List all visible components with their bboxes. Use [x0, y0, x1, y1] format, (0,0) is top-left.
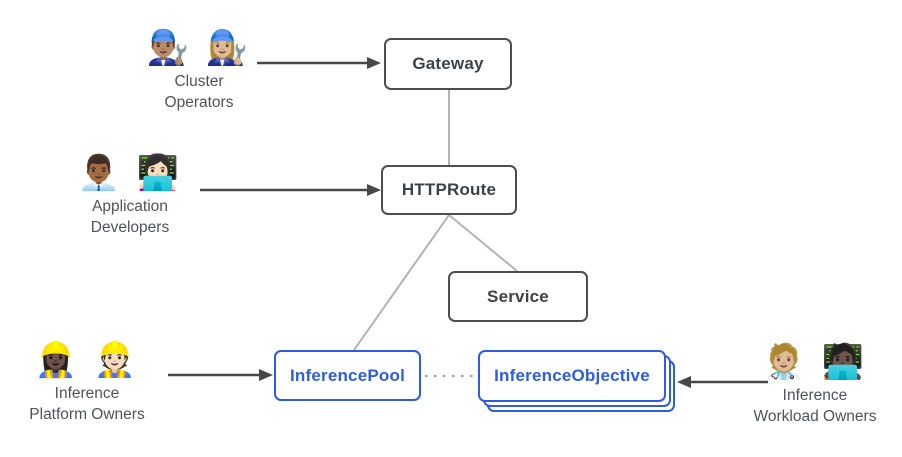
persona-inference-workload-owners: 🧑🏼‍⚕️ 🧑🏿‍💻 Inference Workload Owners	[725, 342, 902, 427]
persona-inference-platform-owners: 👷🏿‍♀️ 👷🏻 Inference Platform Owners	[0, 340, 177, 425]
persona-application-developers: 👨🏾‍💼 👩🏻‍💻 Application Developers	[40, 153, 220, 238]
persona-cluster-operators-label-line1: Cluster	[174, 73, 224, 90]
connector-httproute-service	[448, 214, 518, 272]
arrow-platformowners-inferencepool	[168, 369, 273, 381]
persona-inference-workload-owners-label-line2: Workload Owners	[753, 408, 877, 425]
node-inference-pool: InferencePool	[274, 350, 421, 401]
inference-workload-owners-icon: 🧑🏼‍⚕️ 🧑🏿‍💻	[762, 342, 868, 382]
node-service: Service	[448, 271, 588, 322]
arrow-clusteroperators-gateway	[257, 57, 381, 69]
persona-inference-platform-owners-label-line1: Inference	[54, 385, 120, 402]
node-service-label: Service	[487, 286, 549, 306]
node-gateway-label: Gateway	[412, 54, 484, 73]
application-developers-icon: 👨🏾‍💼 👩🏻‍💻	[77, 153, 183, 193]
persona-cluster-operators-label-line2: Operators	[164, 94, 234, 111]
persona-inference-workload-owners-label-line1: Inference	[782, 387, 848, 404]
node-inference-objective-label: InferenceObjective	[494, 366, 650, 385]
node-inference-objective: InferenceObjective	[478, 350, 666, 402]
node-httproute: HTTPRoute	[381, 165, 517, 215]
persona-application-developers-label-line1: Application	[92, 198, 168, 215]
arrow-appdevelopers-httproute	[200, 184, 381, 196]
node-inference-pool-label: InferencePool	[289, 365, 406, 385]
arrow-workloadowners-inferenceobjective	[677, 376, 768, 388]
connector-httproute-inferencepool	[353, 214, 450, 351]
persona-application-developers-label-line2: Developers	[90, 219, 170, 236]
node-httproute-label: HTTPRoute	[401, 180, 497, 199]
persona-cluster-operators: 👨🏽‍🔧 👩🏼‍🔧 Cluster Operators	[109, 28, 289, 113]
persona-inference-platform-owners-label-line2: Platform Owners	[29, 406, 145, 423]
cluster-operators-icon: 👨🏽‍🔧 👩🏼‍🔧	[146, 28, 252, 68]
inference-platform-owners-icon: 👷🏿‍♀️ 👷🏻	[34, 340, 140, 380]
node-gateway: Gateway	[384, 38, 512, 90]
